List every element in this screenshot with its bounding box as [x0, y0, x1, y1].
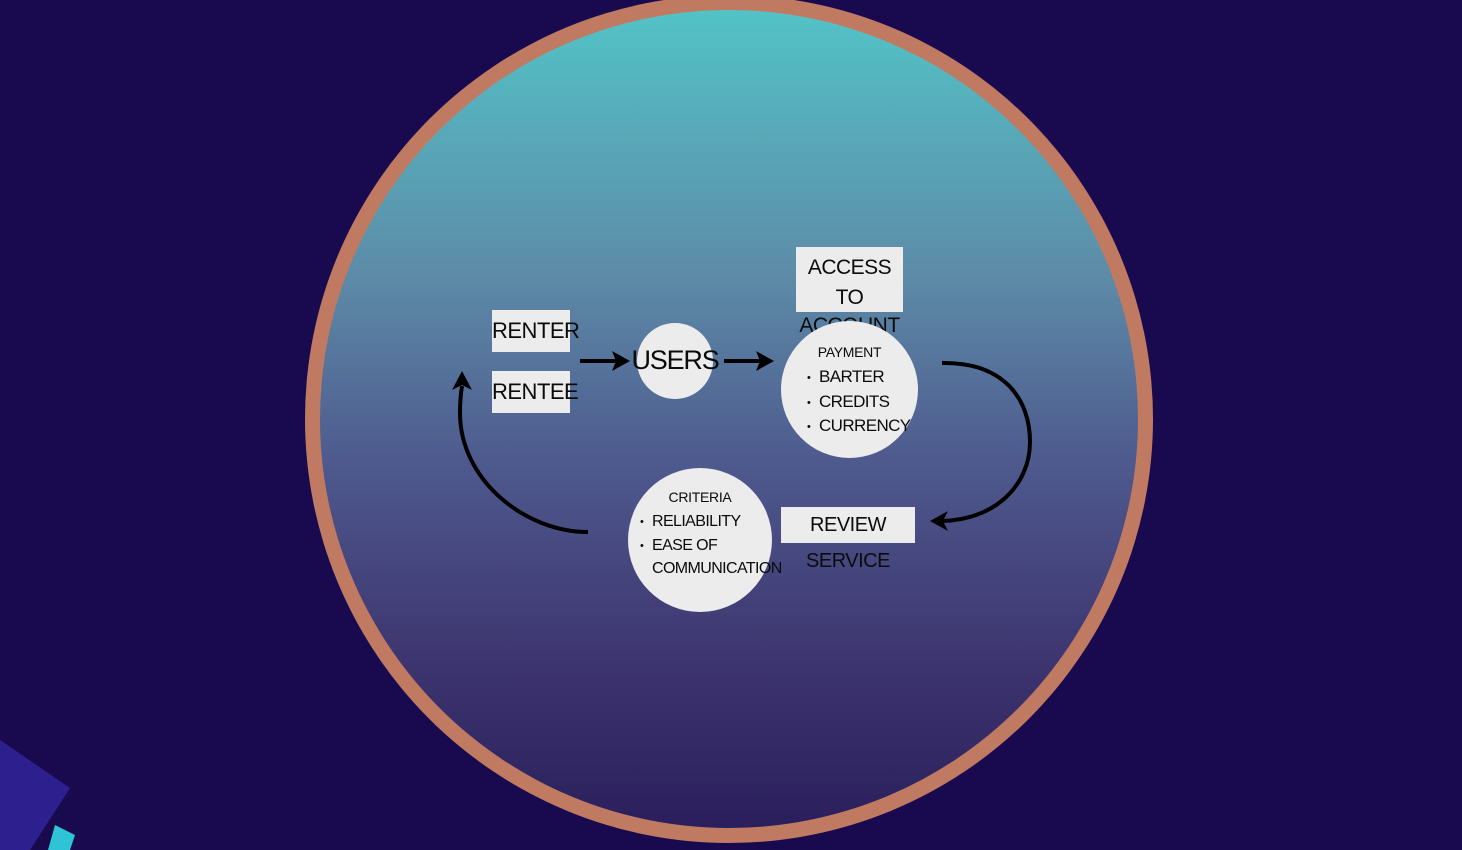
payment-node: PAYMENT BARTER CREDITS CURRENCY [781, 321, 918, 458]
access-to-account-box: ACCESS TO ACCOUNT [796, 247, 903, 337]
criteria-item: RELIABILITY [640, 510, 782, 534]
users-node: USERS [631, 323, 720, 399]
main-circle [320, 10, 1138, 828]
rentee-label: RENTEE [492, 379, 579, 404]
users-label: USERS [631, 345, 719, 375]
criteria-node: CRITERIA RELIABILITY EASE OF COMMUNICATI… [628, 468, 782, 612]
payment-title: PAYMENT [817, 344, 882, 360]
corner-decoration [0, 740, 75, 850]
renter-box: RENTER [492, 310, 580, 352]
payment-list: BARTER CREDITS CURRENCY [807, 365, 911, 439]
renter-label: RENTER [492, 318, 580, 343]
payment-item: BARTER [807, 365, 911, 390]
criteria-list: RELIABILITY EASE OF COMMUNICATION [640, 510, 782, 581]
criteria-item-continuation: COMMUNICATION [652, 560, 782, 577]
criteria-title: CRITERIA [668, 489, 732, 505]
payment-item: CURRENCY [807, 414, 911, 439]
criteria-item: EASE OF [640, 534, 782, 557]
review-service-box: REVIEW SERVICE [781, 507, 915, 572]
rentee-box: RENTEE [492, 371, 579, 413]
access-label-line1: ACCESS TO [807, 256, 892, 309]
main-circle-ring [305, 0, 1153, 843]
payment-item: CREDITS [807, 390, 911, 414]
review-service-label: REVIEW SERVICE [806, 514, 890, 572]
